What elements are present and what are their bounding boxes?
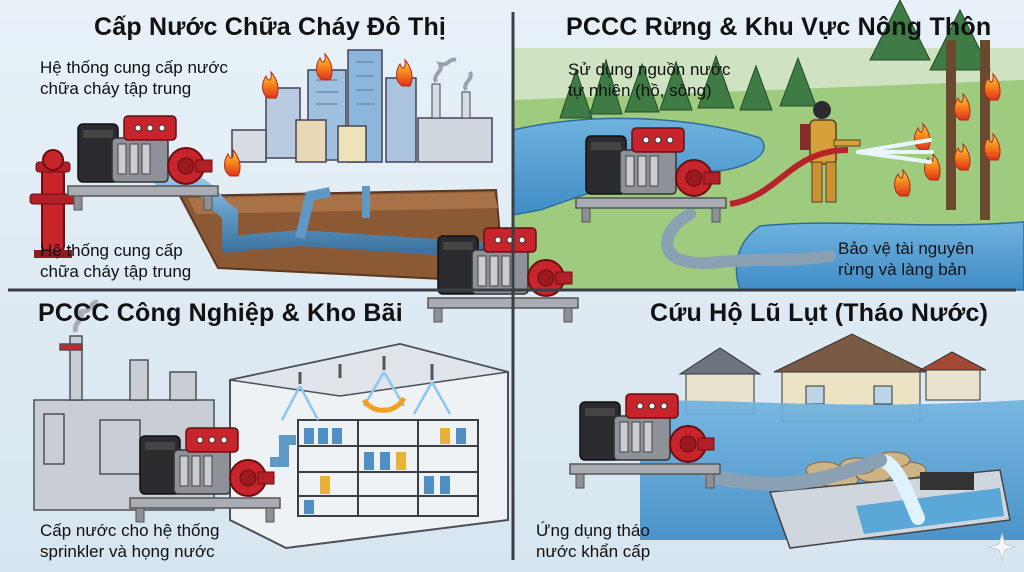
urban-desc-top-line2: chữa cháy tập trung bbox=[40, 79, 192, 98]
water-spray bbox=[856, 138, 934, 164]
hydrant-icon bbox=[29, 149, 77, 258]
forest-desc-top-line2: tự nhiên (hồ, sông) bbox=[568, 81, 712, 100]
industrial-title: PCCC Công Nghiệp & Kho Bãi bbox=[38, 299, 403, 327]
industrial-desc-line1: Cấp nước cho hệ thống bbox=[40, 521, 220, 540]
sparkle-icon bbox=[987, 532, 1017, 562]
forest-title: PCCC Rừng & Khu Vực Nông Thôn bbox=[566, 13, 992, 41]
forest-desc-bottom-line2: rừng và làng bản bbox=[838, 260, 967, 279]
forest-desc-bottom-line1: Bảo vệ tài nguyên bbox=[838, 239, 975, 258]
urban-title: Cấp Nước Chữa Cháy Đô Thị bbox=[94, 13, 447, 41]
urban-desc-top-line1: Hệ thống cung cấp nước bbox=[40, 58, 228, 77]
flood-title: Cứu Hộ Lũ Lụt (Tháo Nước) bbox=[650, 299, 989, 327]
urban-panel bbox=[29, 49, 506, 284]
flood-desc-line1: Ứng dụng tháo bbox=[536, 521, 650, 540]
water-discharge bbox=[879, 455, 925, 525]
tree-icon bbox=[559, 0, 991, 119]
flood-desc-line2: nước khẩn cấp bbox=[536, 542, 651, 561]
flood-panel bbox=[569, 333, 1024, 549]
forest-panel bbox=[512, 0, 1024, 291]
industrial-panel bbox=[33, 299, 509, 550]
factory-icon bbox=[417, 57, 493, 163]
forest-desc-top-line1: Sử dụng nguồn nước bbox=[568, 60, 731, 79]
sprinkler-icon bbox=[280, 356, 452, 421]
industrial-desc-line2: sprinkler và họng nước bbox=[40, 542, 215, 561]
urban-desc-bottom-line1: Hệ thống cung cấp bbox=[40, 241, 183, 260]
urban-desc-bottom-line2: chữa cháy tập trung bbox=[40, 262, 192, 281]
